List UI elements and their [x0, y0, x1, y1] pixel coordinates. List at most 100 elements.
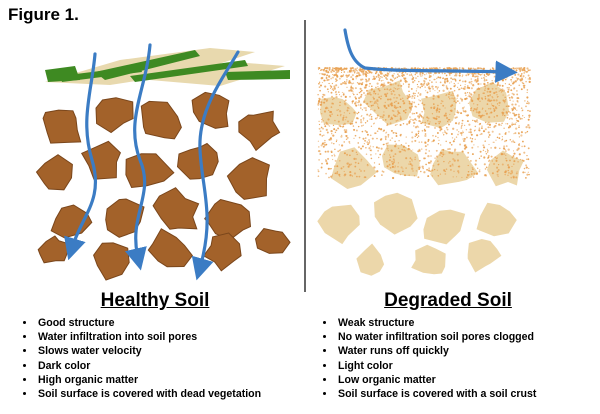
soil-crust-particle: [512, 67, 515, 70]
soil-crust-particle: [453, 170, 455, 173]
soil-crust-particle: [353, 111, 356, 114]
soil-crust-particle: [498, 73, 501, 76]
soil-crust-particle: [502, 114, 504, 116]
soil-crust-particle: [354, 87, 357, 90]
soil-crust-particle: [527, 171, 529, 173]
soil-crust-particle: [384, 93, 386, 95]
soil-crust-particle: [445, 168, 448, 170]
soil-crust-particle: [373, 90, 376, 93]
soil-crust-particle: [504, 96, 506, 99]
soil-crust-particle: [427, 138, 430, 141]
soil-crust-particle: [422, 122, 424, 124]
soil-crust-particle: [362, 117, 365, 120]
soil-crust-particle: [457, 86, 459, 88]
soil-crust-particle: [479, 134, 481, 136]
soil-aggregate: [204, 198, 252, 241]
soil-crust-particle: [365, 131, 368, 134]
soil-crust-particle: [330, 85, 333, 88]
soil-crust-particle: [410, 158, 413, 161]
soil-crust-particle: [508, 94, 510, 96]
soil-crust-particle: [453, 159, 456, 162]
soil-crust-particle: [416, 136, 419, 139]
soil-crust-particle: [461, 100, 463, 102]
soil-crust-particle: [524, 71, 527, 73]
soil-crust-particle: [412, 170, 414, 172]
soil-crust-particle: [341, 91, 344, 94]
soil-crust-particle: [470, 140, 473, 143]
soil-crust-particle: [380, 115, 382, 118]
soil-crust-particle: [456, 153, 459, 156]
soil-crust-particle: [505, 145, 508, 148]
soil-crust-particle: [394, 77, 397, 79]
soil-crust-particle: [523, 151, 526, 154]
soil-crust-particle: [372, 96, 375, 99]
soil-crust-particle: [423, 107, 425, 109]
soil-crust-particle: [359, 67, 362, 70]
soil-crust-particle: [405, 109, 407, 111]
soil-crust-particle: [317, 100, 321, 103]
soil-crust-particle: [344, 95, 347, 99]
soil-crust-particle: [414, 94, 416, 97]
soil-crust-particle: [420, 122, 423, 125]
soil-crust-particle: [417, 130, 420, 133]
soil-crust-particle: [479, 100, 481, 102]
soil-crust-particle: [472, 168, 474, 171]
soil-crust-particle: [350, 87, 353, 89]
soil-crust-particle: [477, 73, 480, 75]
soil-crust-particle: [380, 95, 382, 98]
soil-crust-particle: [333, 154, 336, 157]
healthy-bullet-item: Water infiltration into soil pores: [36, 330, 261, 344]
soil-crust-particle: [403, 102, 406, 105]
soil-crust-particle: [432, 88, 434, 90]
soil-crust-particle: [360, 93, 363, 96]
soil-crust-particle: [507, 169, 509, 172]
soil-crust-particle: [484, 85, 486, 88]
soil-crust-particle: [318, 86, 321, 88]
soil-crust-particle: [417, 135, 420, 137]
soil-crust-particle: [370, 116, 373, 118]
soil-crust-particle: [476, 134, 479, 137]
soil-crust-particle: [474, 72, 477, 75]
soil-crust-particle: [375, 86, 377, 89]
soil-crust-particle: [513, 71, 516, 74]
soil-crust-particle: [325, 106, 328, 109]
soil-crust-particle: [343, 82, 347, 85]
soil-crust-particle: [365, 109, 367, 112]
soil-crust-particle: [505, 150, 507, 152]
soil-crust-particle: [430, 106, 433, 109]
soil-crust-particle: [425, 73, 428, 75]
soil-crust-particle: [471, 137, 474, 140]
soil-crust-particle: [491, 172, 494, 175]
soil-crust-particle: [323, 73, 326, 76]
soil-crust-particle: [508, 131, 510, 133]
soil-crust-particle: [506, 87, 508, 89]
soil-crust-particle: [505, 105, 508, 107]
soil-crust-particle: [478, 96, 481, 99]
soil-crust-particle: [383, 82, 385, 84]
soil-crust-particle: [325, 122, 329, 125]
soil-crust-particle: [396, 88, 399, 90]
soil-crust-particle: [408, 174, 410, 176]
soil-crust-particle: [347, 71, 349, 73]
soil-crust-particle: [503, 153, 505, 155]
soil-crust-particle: [445, 75, 447, 77]
soil-crust-particle: [356, 175, 358, 178]
soil-crust-particle: [371, 101, 373, 103]
soil-crust-particle: [377, 88, 380, 90]
soil-crust-particle: [339, 113, 342, 116]
soil-crust-particle: [427, 154, 430, 158]
soil-crust-particle: [437, 92, 439, 94]
soil-crust-particle: [511, 172, 514, 174]
soil-crust-particle: [435, 86, 437, 88]
soil-crust-particle: [385, 107, 388, 110]
soil-crust-particle: [512, 139, 514, 142]
soil-crust-particle: [386, 92, 389, 95]
soil-crust-particle: [519, 117, 522, 120]
soil-crust-particle: [515, 118, 518, 120]
soil-crust-particle: [432, 164, 435, 167]
soil-crust-particle: [399, 116, 402, 119]
soil-crust-particle: [331, 174, 334, 176]
soil-crust-particle: [409, 108, 413, 111]
soil-crust-particle: [394, 170, 397, 173]
soil-crust-particle: [373, 109, 376, 112]
